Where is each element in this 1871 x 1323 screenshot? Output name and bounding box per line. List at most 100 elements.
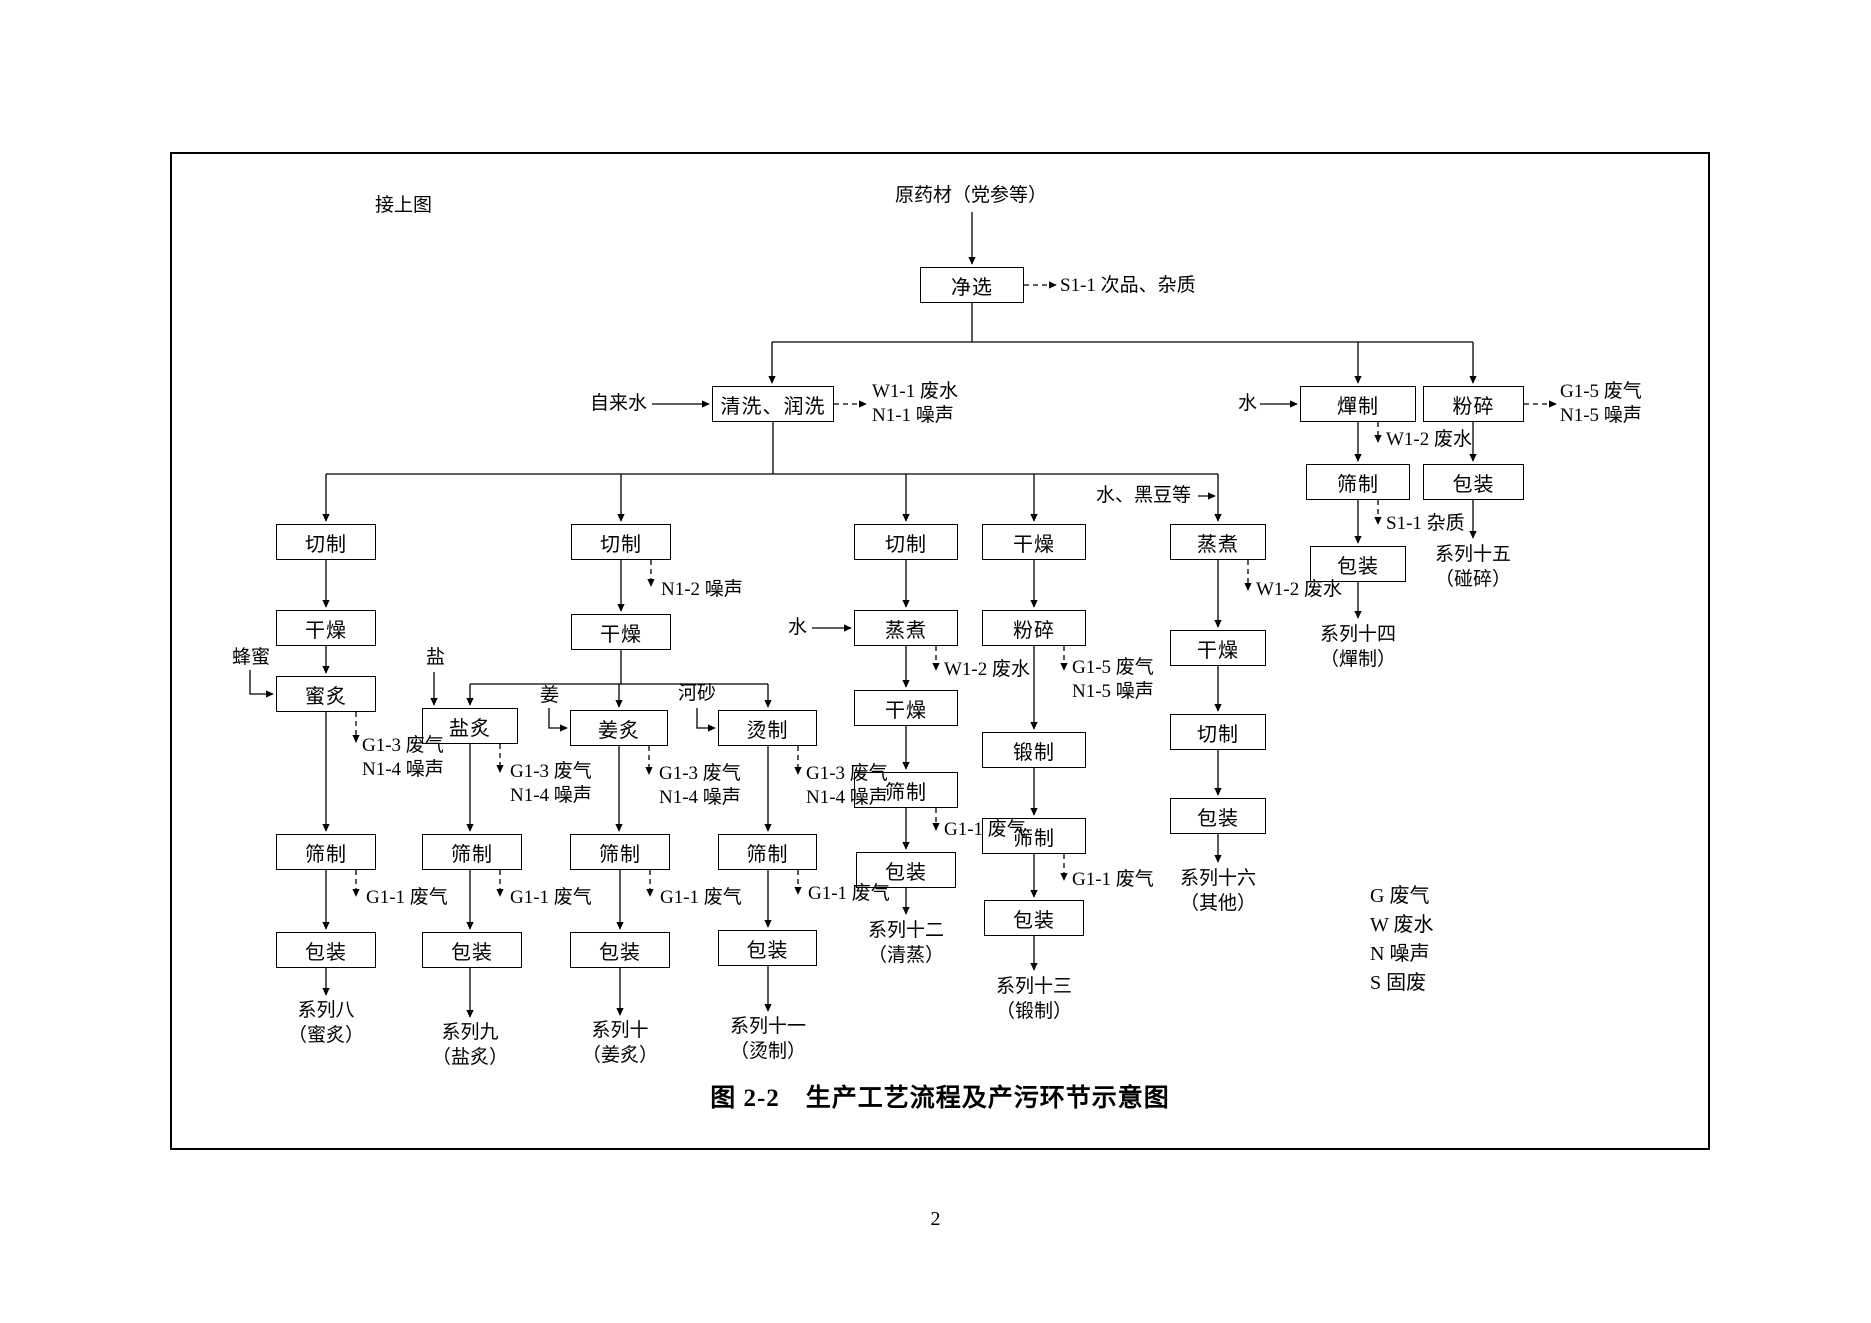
label-line: （锻制） — [995, 1001, 1072, 1022]
label-line: W1-2 废水 — [1256, 579, 1343, 600]
text-label-note-top-left: 接上图 — [375, 194, 432, 218]
text-label-series-11: 系列十一（烫制） — [693, 1014, 843, 1064]
text-label-fengmi: 蜂蜜 — [232, 646, 270, 670]
text-label-g11-yan: G1-1 废气 — [510, 886, 592, 910]
legend-item-solid-waste: S 固废 — [1370, 972, 1427, 994]
legend-item-gas: G 废气 — [1370, 885, 1430, 907]
text-label-jiang: 姜 — [540, 684, 559, 708]
text-label-series-15: 系列十五（碰碎） — [1398, 542, 1548, 592]
label-line: G1-1 废气 — [510, 887, 592, 908]
text-label-w12-col3: W1-2 废水 — [944, 658, 1030, 682]
label-line: G1-5 废气 — [1560, 381, 1642, 402]
process-box-zhengzhu-5: 蒸煮 — [1170, 524, 1266, 560]
text-label-series-14: 系列十四 （燀制） — [1283, 622, 1433, 672]
label-line: 原药材（党参等） — [895, 185, 1048, 206]
label-line: G1-1 废气 — [1072, 869, 1154, 890]
process-box-shaizhi-3: 筛制 — [854, 772, 958, 808]
label-line: W1-1 废水 — [872, 381, 959, 402]
text-label-shui-heidou: 水、黑豆等 — [1096, 484, 1191, 508]
text-label-series-13: 系列十三 （锻制） — [959, 974, 1109, 1024]
process-box-baozhuang-1: 包装 — [276, 932, 376, 968]
page-number: 2 — [930, 1208, 941, 1230]
process-box-jingxuan: 净选 — [920, 267, 1024, 303]
process-box-shaizhi-4: 筛制 — [982, 818, 1086, 854]
text-label-n12-zaosheng: N1-2 噪声 — [661, 578, 743, 602]
process-box-baozhuang-tang: 包装 — [718, 930, 817, 966]
text-label-g13-n14-yan: G1-3 废气 N1-4 噪声 — [510, 760, 592, 808]
label-line: 水 — [788, 617, 808, 638]
text-label-g13-n14-mizhi: G1-3 废气 N1-4 噪声 — [362, 734, 444, 782]
process-box-qiezhi-5: 切制 — [1170, 714, 1266, 750]
label-line: G1-3 废气 — [510, 761, 592, 782]
text-label-w12-col5: W1-2 废水 — [1256, 578, 1342, 602]
text-label-g11-jiang: G1-1 废气 — [660, 886, 742, 910]
process-box-baozhuang-jiang: 包装 — [570, 932, 670, 968]
process-box-shaizhi-jiang: 筛制 — [570, 834, 670, 870]
label-line: N1-5 噪声 — [1072, 681, 1154, 702]
text-label-g11-tang: G1-1 废气 — [808, 882, 890, 906]
process-box-jiangzhi: 姜炙 — [570, 710, 668, 746]
text-label-w12-chanzhi: W1-2 废水 — [1386, 428, 1472, 452]
label-line: G1-1 废气 — [660, 887, 742, 908]
text-label-shui-zhengzhu3: 水 — [788, 616, 807, 640]
label-line: G1-1 废气 — [366, 887, 448, 908]
label-line: G1-3 废气 — [659, 763, 741, 784]
process-box-fensui-4: 粉碎 — [982, 610, 1086, 646]
text-label-source-material: 原药材（党参等） — [895, 184, 1047, 208]
text-label-g15-n15-right: G1-5 废气 N1-5 噪声 — [1560, 380, 1642, 428]
text-label-series-9: 系列九 （盐炙） — [395, 1020, 545, 1070]
label-line: N1-4 噪声 — [510, 785, 592, 806]
legend-item-noise: N 噪声 — [1370, 943, 1430, 965]
label-line: S1-1 杂质 — [1386, 513, 1465, 534]
label-line: 系列十三 — [995, 976, 1072, 997]
text-label-hesha: 河砂 — [678, 682, 716, 706]
process-box-ganzao-4: 干燥 — [982, 524, 1086, 560]
figure-border — [170, 152, 1710, 1150]
process-box-fensui-right: 粉碎 — [1423, 386, 1524, 422]
figure-caption: 图 2-2 生产工艺流程及产污环节示意图 — [710, 1085, 1170, 1112]
process-box-baozhuang-yan: 包装 — [422, 932, 522, 968]
process-box-baozhuang-4: 包装 — [984, 900, 1084, 936]
label-line: 姜 — [540, 685, 560, 706]
label-line: （盐炙） — [431, 1047, 508, 1068]
process-box-duanzhi: 锻制 — [982, 732, 1086, 768]
label-line: N1-1 噪声 — [872, 405, 954, 426]
label-line: 系列九 — [441, 1022, 499, 1043]
text-label-zilaishui: 自来水 — [590, 392, 647, 416]
label-line: G1-3 废气 — [806, 763, 888, 784]
label-line: 系列十四 — [1319, 624, 1396, 645]
text-label-g11-mizhi: G1-1 废气 — [366, 886, 448, 910]
process-box-baozhuang-fensui: 包装 — [1423, 464, 1524, 500]
label-line: （燀制） — [1319, 649, 1396, 670]
process-box-ganzao-3: 干燥 — [854, 690, 958, 726]
pollution-legend: G 废气 W 废水 N 噪声 S 固废 — [1370, 882, 1434, 998]
label-line: G1-3 废气 — [362, 735, 444, 756]
process-box-qiezhi-1: 切制 — [276, 524, 376, 560]
process-box-ganzao-5: 干燥 — [1170, 630, 1266, 666]
label-line: W1-2 废水 — [944, 659, 1031, 680]
label-line: 河砂 — [678, 683, 717, 704]
label-line: N1-4 噪声 — [362, 759, 444, 780]
label-line: （清蒸） — [867, 945, 944, 966]
process-box-shaizhi-yan: 筛制 — [422, 834, 522, 870]
process-box-baozhuang-3: 包装 — [856, 852, 956, 888]
process-box-zhengzhu-3: 蒸煮 — [854, 610, 958, 646]
process-box-shaizhi-chan: 筛制 — [1306, 464, 1410, 500]
label-line: N1-5 噪声 — [1560, 405, 1642, 426]
legend-item-wastewater: W 废水 — [1370, 914, 1434, 936]
label-line: 水 — [1238, 393, 1258, 414]
label-line: G1-1 废气 — [944, 819, 1026, 840]
process-box-tangzhi: 烫制 — [718, 710, 817, 746]
text-label-series-8: 系列八（蜜炙） — [251, 998, 401, 1048]
process-box-ganzao-2: 干燥 — [571, 614, 671, 650]
text-label-shui-chanzhi: 水 — [1238, 392, 1257, 416]
label-line: 系列十 — [591, 1020, 649, 1041]
text-label-s11-zazhi: S1-1 杂质 — [1386, 512, 1465, 536]
text-label-series-16: 系列十六（其他） — [1143, 866, 1293, 916]
label-line: W1-2 废水 — [1386, 429, 1473, 450]
process-box-mizhi: 蜜炙 — [276, 676, 376, 712]
